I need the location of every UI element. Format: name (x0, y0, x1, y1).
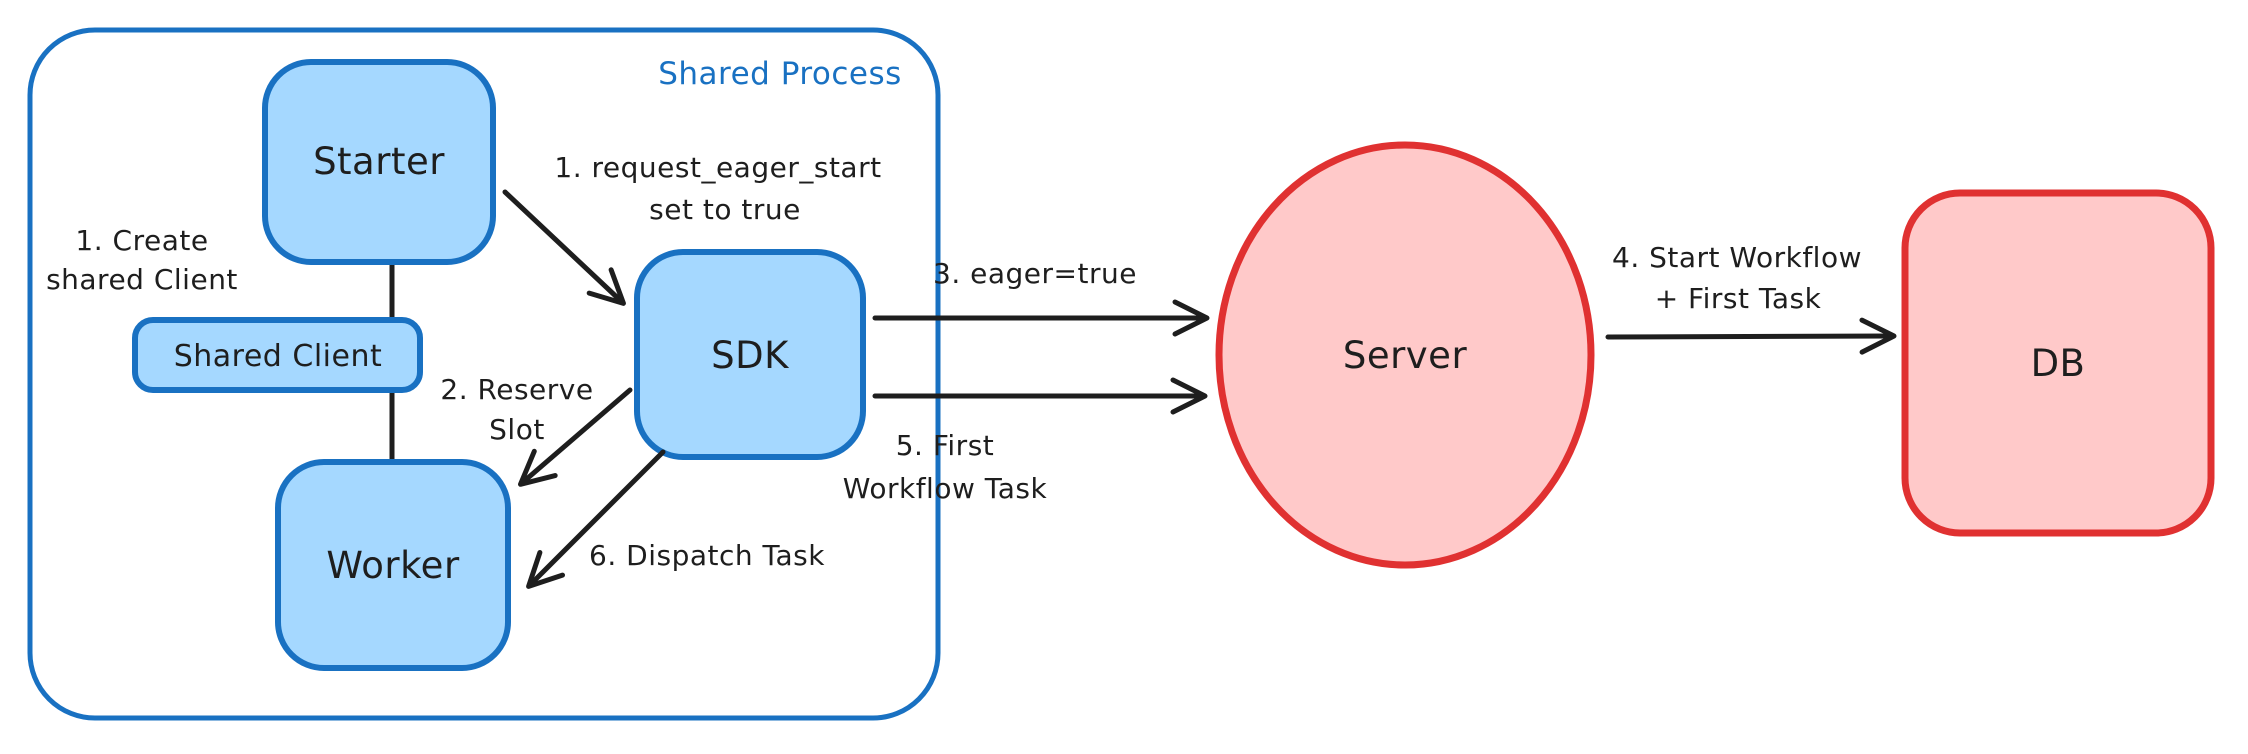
db-label: DB (2031, 342, 2086, 385)
note-reserve-slot-line2: Slot (489, 413, 545, 446)
note-request-eager-start-line2: set to true (649, 193, 801, 226)
server-node (1215, 141, 1595, 569)
note-first-workflow-task-line1: 5. First (896, 429, 995, 462)
arrow-sdk-to-worker-reserve (517, 387, 633, 487)
sdk-label: SDK (711, 334, 790, 377)
shared-process-container (27, 27, 941, 721)
starter-label: Starter (313, 140, 445, 183)
note-first-workflow-task-line2: Workflow Task (843, 472, 1048, 505)
sdk-node (634, 249, 866, 460)
arrow-sdk-to-worker-dispatch (526, 449, 666, 589)
arrow-server-to-db (1605, 317, 1897, 355)
note-start-workflow-line1: 4. Start Workflow (1612, 241, 1862, 274)
note-dispatch-task: 6. Dispatch Task (589, 539, 825, 572)
starter-node (262, 59, 496, 265)
arrow-starter-to-sdk (502, 189, 626, 306)
db-node (1901, 189, 2215, 537)
note-request-eager-start-line1: 1. request_eager_start (554, 151, 881, 184)
shared-client-label: Shared Client (174, 339, 383, 374)
shared-client-node (132, 317, 423, 393)
note-start-workflow-line2: + First Task (1655, 282, 1822, 315)
note-create-shared-client-line1: 1. Create (75, 224, 208, 257)
server-label: Server (1343, 334, 1468, 377)
note-create-shared-client-line2: shared Client (46, 263, 238, 296)
shared-process-label: Shared Process (658, 56, 902, 92)
worker-node (275, 459, 511, 671)
worker-label: Worker (326, 544, 460, 587)
note-reserve-slot-line1: 2. Reserve (440, 373, 593, 406)
note-eager-true: 3. eager=true (933, 257, 1137, 290)
